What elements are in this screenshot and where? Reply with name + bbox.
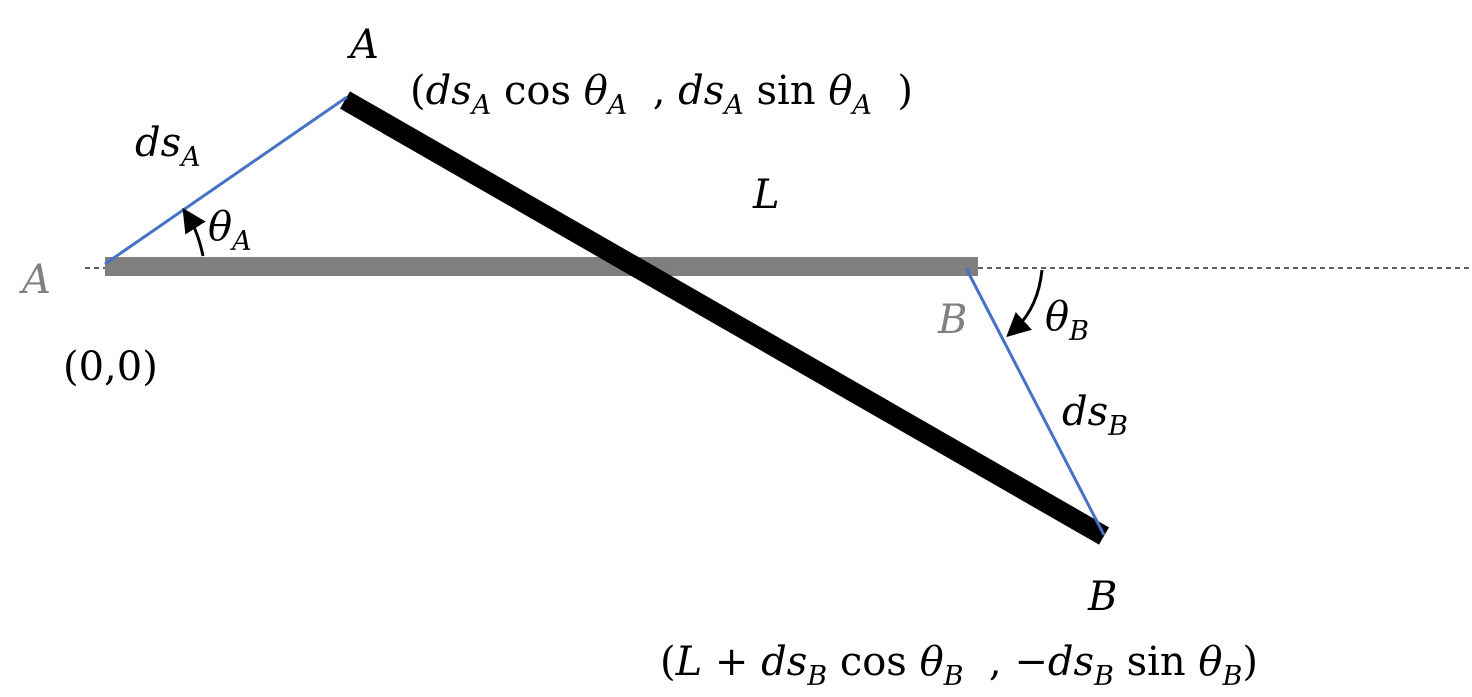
label-b-original: B — [937, 297, 967, 343]
label-ds-a: dsA — [135, 120, 201, 173]
label-origin: (0,0) — [63, 344, 158, 390]
coordinate-a-displaced: (dsA cos θA , dsA sin θA ) — [410, 68, 913, 121]
displaced-bar — [340, 91, 1109, 545]
label-b-displaced: B — [1087, 574, 1117, 620]
theta-b-arrow — [1006, 269, 1044, 338]
label-theta-a: θA — [208, 204, 252, 257]
label-a-displaced: A — [346, 22, 379, 68]
label-theta-b: θB — [1045, 294, 1089, 347]
coordinate-b-displaced: (L + dsB cos θB , −dsB sin θB) — [660, 639, 1258, 692]
label-ds-b: dsB — [1062, 389, 1128, 442]
label-a-original: A — [18, 257, 51, 303]
theta-a-arrow — [182, 207, 206, 257]
original-bar — [105, 257, 978, 276]
displacement-a — [104, 95, 348, 266]
displacement-b — [964, 267, 1106, 536]
label-length: L — [752, 172, 780, 218]
